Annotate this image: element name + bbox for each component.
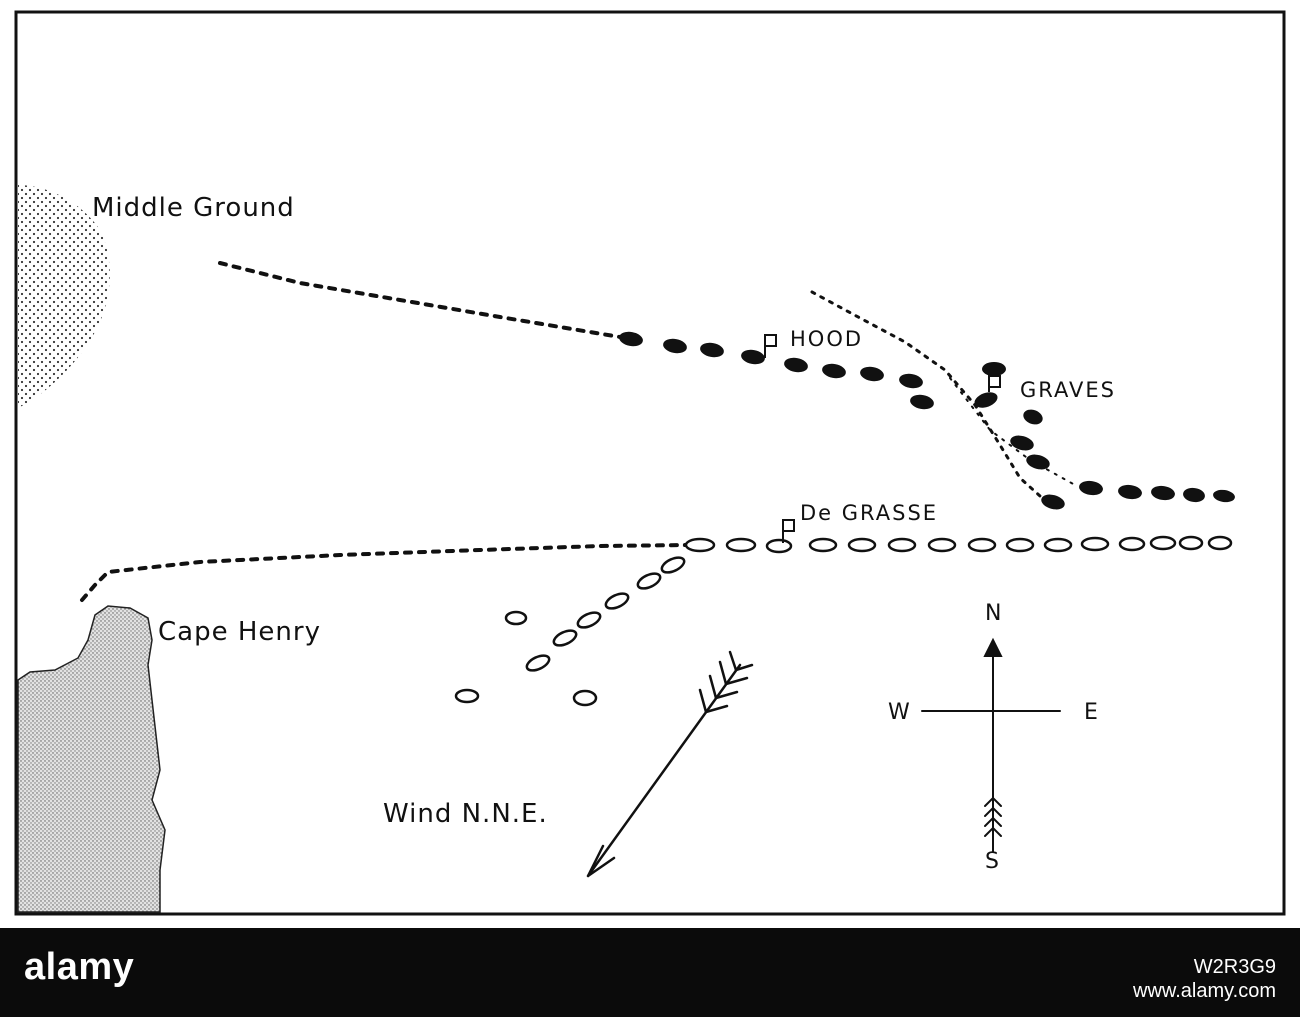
compass-rose-icon bbox=[921, 637, 1061, 853]
middle-ground-label: Middle Ground bbox=[92, 193, 295, 223]
graves-label: GRAVES bbox=[1020, 378, 1116, 402]
french-fleet bbox=[454, 535, 1233, 707]
image-watermark: W2R3G9 www.alamy.com bbox=[1133, 955, 1276, 1003]
french-ship bbox=[504, 610, 528, 626]
british-ship bbox=[860, 366, 884, 382]
degrasse-label: De GRASSE bbox=[800, 501, 938, 525]
french-ship bbox=[660, 556, 686, 574]
watermark-site: www.alamy.com bbox=[1133, 980, 1276, 1002]
french-ship bbox=[927, 537, 957, 553]
compass-n-label: N bbox=[985, 601, 1002, 626]
british-ship bbox=[822, 363, 846, 379]
french-ship bbox=[887, 537, 917, 553]
french-ship bbox=[525, 654, 551, 672]
middle-ground-shoal bbox=[18, 185, 110, 408]
british-fleet bbox=[619, 331, 1235, 510]
british-ship bbox=[1026, 454, 1050, 470]
british-ship bbox=[619, 331, 643, 347]
watermark-id: W2R3G9 bbox=[1193, 956, 1276, 978]
degrasse-flag-icon bbox=[782, 519, 795, 543]
hood-flag-icon bbox=[764, 334, 777, 358]
french-ship bbox=[1080, 536, 1110, 552]
wind-arrow-icon bbox=[586, 650, 754, 878]
french-ship bbox=[1149, 535, 1177, 551]
hood-label: HOOD bbox=[790, 327, 863, 351]
french-ship bbox=[847, 537, 877, 553]
french-ship bbox=[808, 537, 838, 553]
map-frame bbox=[14, 10, 1286, 916]
british-ship bbox=[1041, 494, 1065, 510]
british-ship bbox=[700, 342, 724, 358]
french-ship bbox=[576, 611, 602, 629]
british-ship bbox=[1213, 489, 1235, 503]
french-ship bbox=[604, 592, 630, 610]
british-ship bbox=[741, 349, 765, 365]
british-ship bbox=[784, 357, 808, 373]
british-van-track bbox=[218, 261, 622, 339]
compass-w-label: W bbox=[888, 700, 911, 725]
british-ship bbox=[1079, 480, 1103, 496]
british-ship bbox=[1010, 435, 1034, 451]
french-ship bbox=[684, 537, 716, 553]
british-ship bbox=[910, 394, 934, 410]
british-rear-track bbox=[810, 290, 1042, 498]
british-ship bbox=[1118, 484, 1142, 500]
french-ship bbox=[725, 537, 757, 553]
cape-henry-label: Cape Henry bbox=[158, 617, 321, 647]
french-ship bbox=[1005, 537, 1035, 553]
french-ship bbox=[1118, 536, 1146, 552]
compass-e-label: E bbox=[1084, 700, 1099, 725]
cape-henry-land bbox=[17, 605, 166, 913]
french-ship bbox=[636, 572, 662, 590]
british-ship bbox=[899, 373, 923, 389]
french-ship bbox=[454, 688, 480, 704]
alamy-logo: alamy bbox=[24, 946, 135, 988]
french-ship bbox=[1207, 535, 1233, 551]
british-ship bbox=[1151, 485, 1175, 501]
french-ship bbox=[552, 629, 578, 647]
british-ship bbox=[1023, 409, 1043, 425]
british-ship bbox=[974, 392, 998, 408]
british-ship bbox=[982, 362, 1006, 376]
french-ship bbox=[967, 537, 997, 553]
graves-flag-icon bbox=[988, 375, 1001, 392]
compass-s-label: S bbox=[985, 849, 1000, 874]
french-ship bbox=[1178, 535, 1204, 551]
stock-footer bbox=[0, 928, 1300, 1017]
british-ship bbox=[663, 338, 687, 354]
french-ship bbox=[572, 689, 598, 707]
french-track bbox=[80, 543, 692, 602]
french-ship bbox=[1043, 537, 1073, 553]
british-ship bbox=[1183, 487, 1205, 503]
wind-label: Wind N.N.E. bbox=[383, 799, 548, 829]
french-ship bbox=[765, 538, 793, 554]
british-break-track bbox=[949, 377, 1076, 486]
